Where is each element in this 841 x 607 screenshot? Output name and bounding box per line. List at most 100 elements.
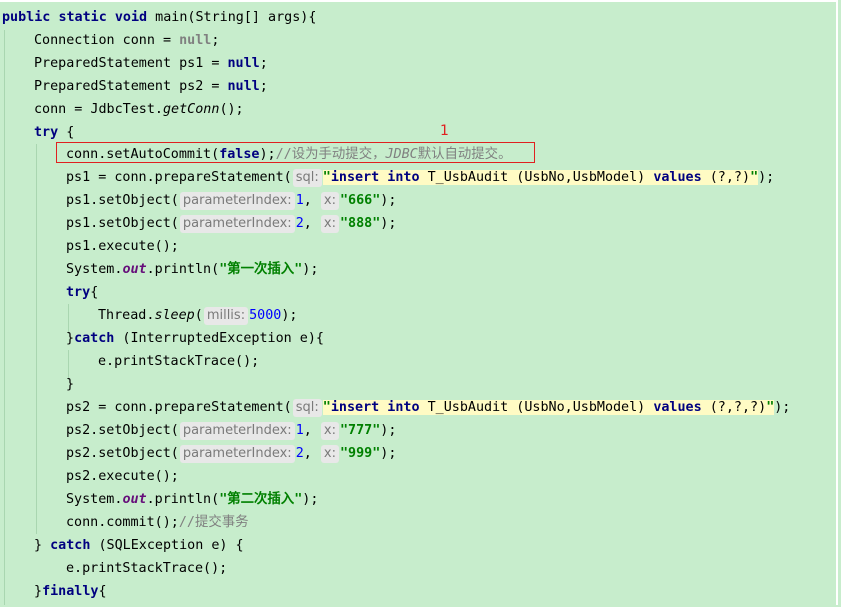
parameter-hint: parameterIndex: [179,215,295,233]
keyword: static [58,10,107,25]
parameter-hint: x: [320,192,339,210]
code-line-15[interactable]: }catch (InterruptedException e){ [66,327,324,350]
code-line-13[interactable]: try{ [66,281,98,304]
code-line-12[interactable]: System.out.println("第一次插入"); [66,258,318,281]
code-text: { [58,125,75,140]
code-text: , [303,423,320,438]
code-text: ps1.execute(); [66,239,179,254]
code-text: ; [259,56,268,71]
code-text: ps1.setObject( [66,216,179,231]
indent-guide [36,144,37,534]
code-text: } [34,538,51,553]
keyword: catch [50,538,91,553]
parameter-hint: parameterIndex: [179,422,295,440]
string-literal: "666" [339,193,381,208]
code-line-8[interactable]: ps1 = conn.prepareStatement(sql:"insert … [66,166,774,189]
code-text: } [34,584,43,599]
static-method: getConn [163,102,220,117]
code-text: (InterruptedException e){ [114,331,324,346]
static-method: sleep [154,308,195,323]
code-line-4[interactable]: PreparedStatement ps2 = null; [34,75,268,98]
indent-guide [68,350,69,380]
code-line-14[interactable]: Thread.sleep(millis:5000); [98,304,297,327]
parameter-hint: sql: [292,169,322,187]
code-line-2[interactable]: Connection conn = null; [34,29,219,52]
comment: JDBC [385,147,418,162]
code-text: conn = JdbcTest. [34,102,163,117]
code-text: ); [758,170,775,185]
code-line-23[interactable]: conn.commit();//提交事务 [66,511,249,534]
annotation-marker: 1 [440,123,449,139]
code-text: ps2 = conn.prepareStatement( [66,400,292,415]
code-line-1[interactable]: public static void main(String[] args){ [2,6,316,29]
static-field: out [122,262,147,277]
code-line-16[interactable]: e.printStackTrace(); [98,350,259,373]
code-text: .println( [146,262,220,277]
comment: //设为手动提交， [275,147,386,162]
string-quote: " [750,170,759,185]
keyword: public [2,10,51,25]
code-line-7[interactable]: conn.setAutoCommit(false);//设为手动提交，JDBC默… [66,143,511,166]
sql-keyword: insert [330,400,380,415]
code-line-10[interactable]: ps1.setObject(parameterIndex:2, x:"888")… [66,212,396,235]
code-line-6[interactable]: try { [34,121,74,144]
string-quote: " [322,400,331,415]
code-text: ); [302,262,319,277]
keyword: finally [42,584,99,599]
code-line-21[interactable]: ps2.execute(); [66,465,179,488]
code-text: , [303,193,320,208]
code-text: ps2.setObject( [66,423,179,438]
code-line-5[interactable]: conn = JdbcTest.getConn(); [34,98,244,121]
string-literal: "999" [339,446,381,461]
code-text: ps2.setObject( [66,446,179,461]
keyword: try [34,125,59,140]
indent-guide [4,30,5,605]
code-text: (); [219,102,244,117]
code-text: ps2.execute(); [66,469,179,484]
number-literal: 1 [295,423,304,438]
code-text: ); [380,423,397,438]
code-text: (SQLException e) { [90,538,244,553]
code-line-19[interactable]: ps2.setObject(parameterIndex:1, x:"777")… [66,419,396,442]
parameter-hint: x: [320,422,339,440]
code-text: } [66,377,75,392]
code-line-18[interactable]: ps2 = conn.prepareStatement(sql:"insert … [66,396,790,419]
sql-keyword: insert [330,170,380,185]
string-literal: "第一次插入" [219,262,303,277]
code-line-20[interactable]: ps2.setObject(parameterIndex:2, x:"999")… [66,442,396,465]
code-text: } [66,331,75,346]
string-quote: " [322,170,331,185]
sql-keyword: into [387,400,420,415]
code-line-17[interactable]: } [66,373,74,396]
code-text: ; [259,79,268,94]
code-line-25[interactable]: e.printStackTrace(); [66,557,227,580]
code-line-9[interactable]: ps1.setObject(parameterIndex:1, x:"666")… [66,189,396,212]
code-line-3[interactable]: PreparedStatement ps1 = null; [34,52,268,75]
code-text: ( [194,308,203,323]
number-literal: 2 [295,216,304,231]
code-line-11[interactable]: ps1.execute(); [66,235,179,258]
code-text: e.printStackTrace(); [66,561,228,576]
code-line-24[interactable]: } catch (SQLException e) { [34,534,244,557]
number-literal: 2 [295,446,304,461]
code-text: { [98,584,107,599]
code-text: , [303,446,320,461]
null-literal: null [227,79,260,94]
code-line-26[interactable]: }finally{ [34,580,107,603]
annotation-highlight-box [56,142,535,163]
code-text: , [303,216,320,231]
parameter-hint: parameterIndex: [179,445,295,463]
code-line-22[interactable]: System.out.println("第二次插入"); [66,488,318,511]
static-field: out [122,492,147,507]
keyword: void [114,10,148,25]
code-text: .println( [146,492,220,507]
indent-guide [68,304,69,334]
parameter-hint: x: [320,215,339,233]
code-text: ); [380,216,397,231]
string-literal: "第二次插入" [219,492,303,507]
sql-text: T_UsbAudit (UsbNo,UsbModel) [419,400,654,415]
sql-keyword: values [653,400,702,415]
sql-text: T_UsbAudit (UsbNo,UsbModel) [419,170,654,185]
boolean-literal: false [219,147,260,162]
